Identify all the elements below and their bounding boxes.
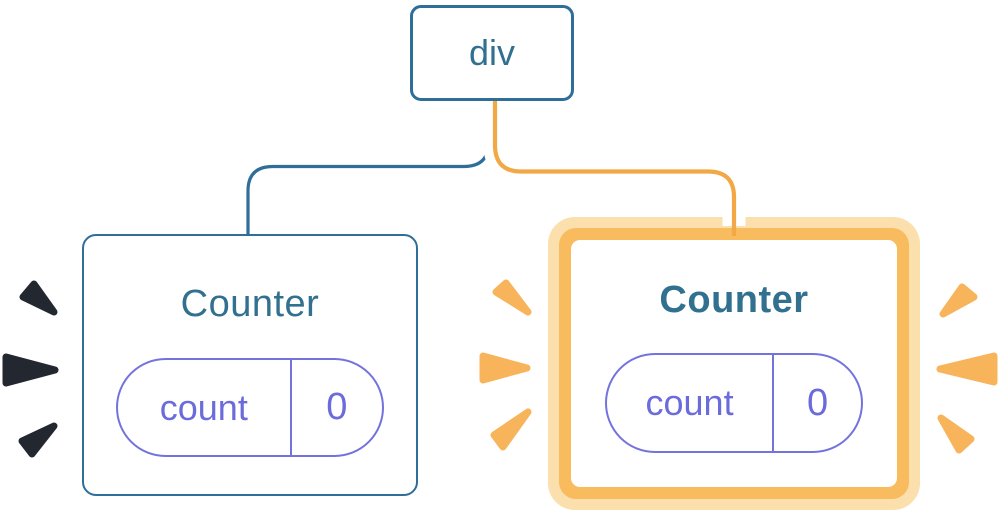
- sparkle-inner-bottom: [490, 408, 532, 451]
- edge-div-to-left-counter: [246, 101, 491, 235]
- sparkle-outer-top: [939, 283, 978, 318]
- poof-burst-top: [19, 280, 58, 316]
- sparkle-inner-top: [492, 279, 532, 316]
- poof-burst-bottom: [18, 422, 58, 458]
- card-title: Counter: [180, 283, 320, 325]
- sparkle-outer-middle: [936, 352, 998, 386]
- state-pill: count 0: [116, 358, 384, 457]
- state-value: 0: [289, 360, 382, 455]
- card-title: Counter: [659, 279, 809, 321]
- edge-div-to-right-counter: [483, 101, 746, 236]
- edge-highlight-core: [492, 101, 737, 236]
- edge-highlight-casing: [483, 101, 746, 226]
- counter-card-right-glow: Counter count 0: [548, 217, 920, 510]
- poof-burst-middle: [2, 353, 59, 387]
- state-value: 0: [772, 355, 861, 451]
- state-key: count: [159, 386, 248, 428]
- counter-card-right: Counter count 0: [571, 240, 897, 487]
- counter-card-left: Counter count 0: [82, 234, 418, 496]
- root-node-label: div: [468, 32, 516, 73]
- tree-root-node: div: [410, 5, 574, 101]
- state-key: count: [645, 382, 734, 423]
- sparkle-outer-bottom: [937, 414, 975, 454]
- poof-burst-icon: [2, 280, 59, 458]
- sparkle-burst-icon: [479, 279, 998, 454]
- counter-card-right-border: Counter count 0: [559, 228, 909, 499]
- state-pill: count 0: [605, 353, 863, 453]
- sparkle-inner-middle: [479, 352, 531, 384]
